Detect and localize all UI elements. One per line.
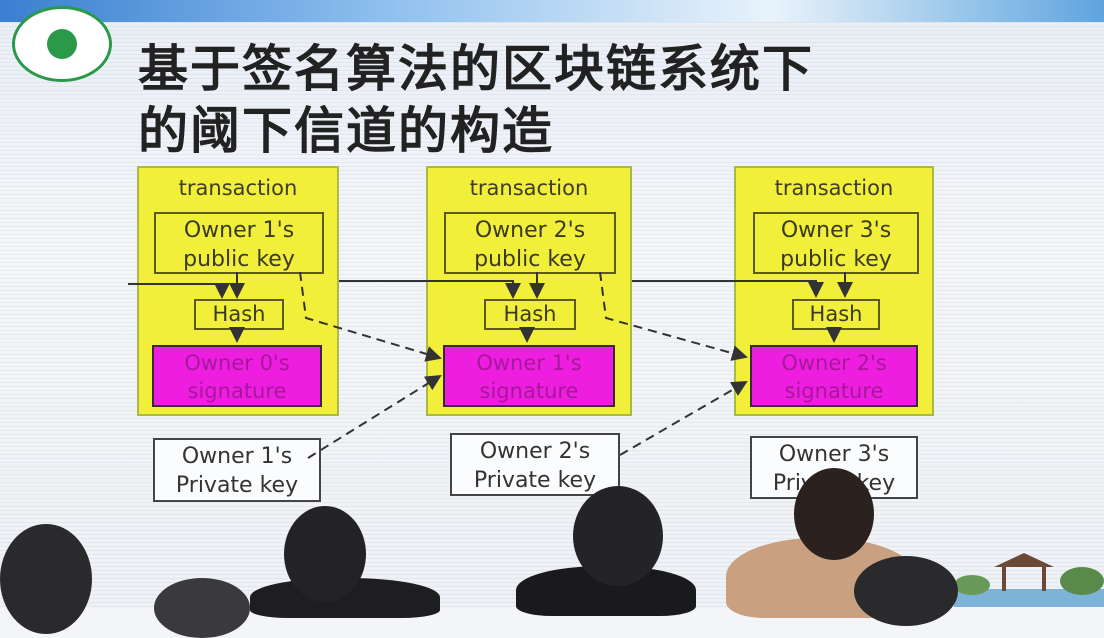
private-key-box-1: Owner 1's Private key: [153, 438, 321, 502]
transaction-label: transaction: [469, 176, 589, 200]
connector-arrows: [128, 271, 853, 459]
dashed-arrows: [299, 271, 748, 459]
privkey1-to-signature2-arrow: [307, 374, 442, 459]
input-to-hash-arrow-1: [128, 283, 230, 299]
title-line-2: 的阈下信道的构造: [138, 102, 554, 160]
signature-box: Owner 1's signature: [443, 345, 615, 407]
university-logo: [12, 6, 112, 82]
public-key-label: public key: [780, 247, 892, 272]
logo-emblem-icon: [47, 29, 77, 59]
privkey2-to-signature3-arrow: [619, 380, 748, 456]
private-key-label: Private key: [175, 473, 299, 498]
public-key-box: Owner 2's public key: [444, 212, 616, 274]
private-key-owner: Owner 1's: [181, 444, 293, 469]
public-key-owner: Owner 1's: [183, 218, 295, 243]
signature-owner: Owner 0's: [184, 351, 290, 375]
signature-box: Owner 2's signature: [750, 345, 918, 407]
audience-head-5: [794, 468, 874, 560]
signature-owner: Owner 2's: [781, 351, 887, 375]
title-line-1: 基于签名算法的区块链系统下: [138, 40, 814, 98]
audience-head-2: [154, 578, 250, 638]
transaction-box-3: transaction Owner 3's public key Hash Ow…: [734, 166, 934, 416]
signature-label: signature: [187, 379, 287, 403]
public-key-owner: Owner 3's: [780, 218, 892, 243]
audience-head-1: [0, 524, 92, 634]
public-key-owner: Owner 2's: [474, 218, 586, 243]
signature-box: Owner 0's signature: [152, 345, 322, 407]
input-to-hash-arrow-2: [339, 280, 521, 299]
private-key-owner: Owner 3's: [778, 442, 890, 467]
private-key-box-2: Owner 2's Private key: [450, 433, 620, 496]
audience-head-6: [854, 556, 958, 626]
signature-label: signature: [479, 379, 579, 403]
signature-owner: Owner 1's: [476, 351, 582, 375]
slide-title: 基于签名算法的区块链系统下 的阈下信道的构造: [138, 38, 1038, 162]
pavilion-decoration: [954, 553, 1104, 607]
pubkey1-to-signature2-arrow: [299, 271, 442, 362]
input-to-hash-arrow-3: [632, 280, 824, 298]
transaction-label: transaction: [774, 176, 894, 200]
public-key-label: public key: [474, 247, 586, 272]
public-key-label: public key: [183, 247, 295, 272]
signature-label: signature: [784, 379, 884, 403]
public-key-box: Owner 3's public key: [753, 212, 919, 274]
solid-arrows: [128, 272, 853, 343]
public-key-box: Owner 1's public key: [154, 212, 324, 274]
pubkey2-to-signature3-arrow: [599, 271, 748, 361]
private-key-label: Private key: [473, 468, 597, 493]
audience-head-4: [573, 486, 663, 586]
private-key-owner: Owner 2's: [479, 439, 591, 464]
transaction-label: transaction: [178, 176, 298, 200]
audience-head-3: [284, 506, 366, 602]
top-banner: [0, 0, 1104, 22]
